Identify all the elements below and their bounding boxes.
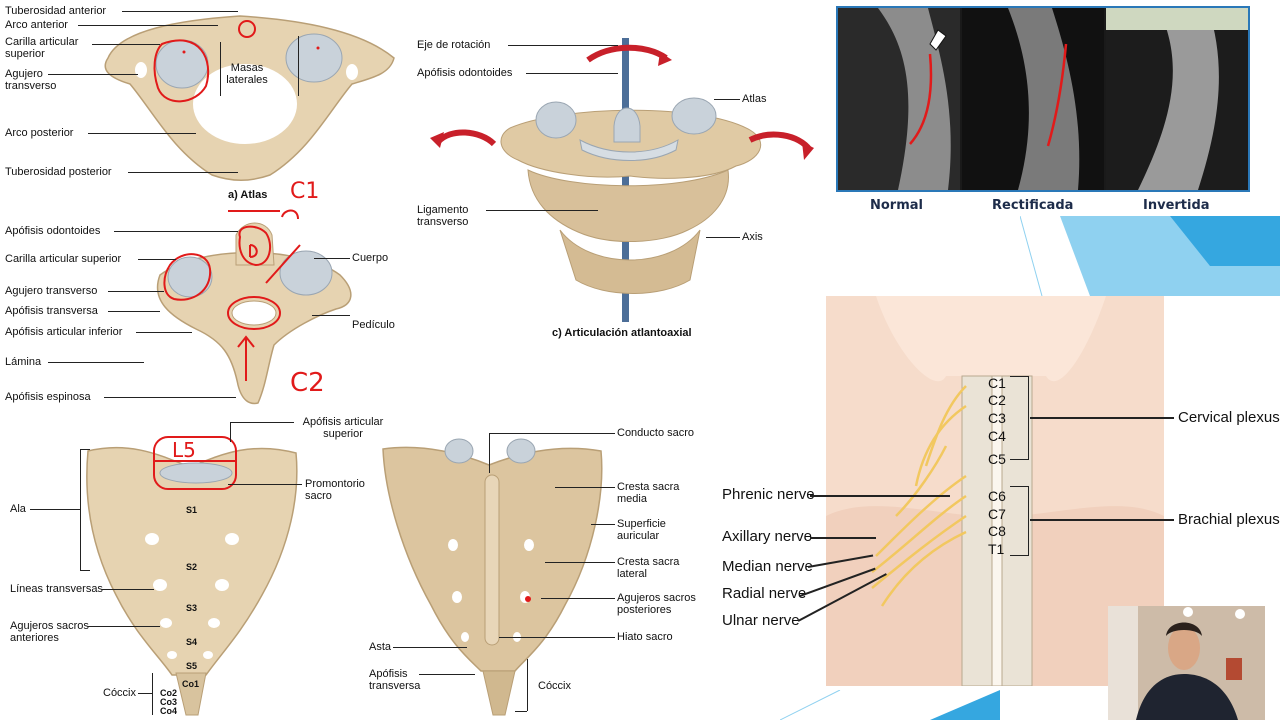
segment-s5: S5 [186,661,198,671]
label-cuerpo: Cuerpo [352,252,389,264]
label-lineas-transversas: Líneas transversas [10,583,103,595]
sacrum-anterior-bone [86,436,298,716]
atlas-caption: a) Atlas [228,189,268,201]
label-axillary-nerve: Axillary nerve [722,528,813,545]
label-promontorio: Promontorio sacro [305,478,365,502]
sacrum-anterior-figure: L5 Ala Apófisis articular superior Promo… [0,415,383,720]
accent-decoration [1020,216,1280,296]
atlantoaxial-caption: c) Articulación atlantoaxial [552,327,692,339]
label-cervical-plexus: Cervical plexus [1178,409,1280,426]
label-ala: Ala [10,503,26,515]
axis-figure: Apófisis odontoides Carilla articular su… [0,205,410,415]
neck-illustration [826,296,1164,686]
label-atlas: Atlas [742,93,767,105]
label-asta: Asta [369,641,392,653]
plexus-bracket-brachial [1010,486,1029,556]
accent-decoration-bottom [780,690,1000,720]
plexus-level-c4: C4 [988,428,1006,444]
label-conducto-sacro: Conducto sacro [617,427,695,439]
plexus-level-c8: C8 [988,523,1006,539]
neck-drawing [826,296,1164,686]
segment-co2: Co2 [160,688,178,698]
label-apofisis-articular-sacro: Apófisis articular superior [302,416,384,440]
plexus-level-c5: C5 [988,451,1006,467]
label-phrenic-nerve: Phrenic nerve [722,486,815,503]
segment-co1: Co1 [182,679,200,689]
label-ligamento-transverso: Ligamento transverso [417,204,469,228]
label-arco-anterior: Arco anterior [5,19,68,31]
label-agujero-transverso: Agujero transverso [5,68,57,92]
segment-co4: Co4 [160,706,178,716]
plexus-level-c6: C6 [988,488,1006,504]
presenter-video [1108,606,1265,720]
xray-caption-invertida: Invertida [1143,198,1210,213]
plexus-level-c3: C3 [988,410,1006,426]
label-apofisis-articular-inferior: Apófisis articular inferior [5,326,123,338]
label-superficie-auricular: Superficie auricular [617,518,666,542]
sacrum-anterior-annotation: L5 [172,438,196,462]
axis-bone [156,209,352,405]
label-axis: Axis [742,231,763,243]
label-carilla-articular: Carilla articular superior [5,36,79,60]
presenter-webcam [1108,606,1265,720]
label-cresta-media: Cresta sacra media [617,481,680,505]
atlantoaxial-bone [430,38,814,322]
segment-s3: S3 [186,603,198,613]
segment-s2: S2 [186,562,198,572]
label-median-nerve: Median nerve [722,558,813,575]
label-coccix-post: Cóccix [538,680,572,692]
label-agujeros-anteriores: Agujeros sacros anteriores [10,620,89,644]
label-tuberosidad-posterior: Tuberosidad posterior [5,166,112,178]
label-agujero-transverso-axis: Agujero transverso [5,285,98,297]
plexus-level-t1: T1 [988,541,1005,557]
xray-caption-normal: Normal [870,198,923,213]
xray-panel [836,6,1250,192]
atlantoaxial-figure: Eje de rotación Apófisis odontoides Atla… [410,30,830,350]
label-eje-rotacion: Eje de rotación [417,39,491,51]
label-hiato-sacro: Hiato sacro [617,631,673,643]
sacrum-posterior-figure: Conducto sacro Cresta sacra media Superf… [365,415,715,720]
segment-s4: S4 [186,637,198,647]
label-arco-posterior: Arco posterior [5,127,74,139]
label-carilla-axis: Carilla articular superior [5,253,122,265]
label-coccix-ant: Cóccix [103,687,137,699]
label-agujeros-posteriores: Agujeros sacros posteriores [617,592,696,616]
plexus-bracket-cervical [1010,376,1029,460]
xray-caption-rectificada: Rectificada [992,198,1074,213]
label-odontoides-aa: Apófisis odontoides [417,67,513,79]
plexus-level-c2: C2 [988,392,1006,408]
axis-annotation: C2 [290,368,325,398]
label-apofisis-transversa: Apófisis transversa [5,305,98,317]
label-radial-nerve: Radial nerve [722,585,807,602]
atlas-bone [104,15,395,181]
label-apofisis-transversa-sacro: Apófisis transversa [369,668,421,692]
segment-s1: S1 [186,505,198,515]
xray-images [838,8,1248,190]
sacrum-posterior-bone [382,438,603,716]
label-brachial-plexus: Brachial plexus [1178,511,1280,528]
label-masas-laterales: Masas laterales [226,62,268,86]
label-lamina: Lámina [5,356,42,368]
plexus-level-c7: C7 [988,506,1006,522]
plexus-level-c1: C1 [988,375,1006,391]
label-apofisis-odontoides: Apófisis odontoides [5,225,101,237]
label-ulnar-nerve: Ulnar nerve [722,612,800,629]
label-tuberosidad-anterior: Tuberosidad anterior [5,5,107,17]
segment-co3: Co3 [160,697,178,707]
label-cresta-lateral: Cresta sacra lateral [617,556,680,580]
atlas-figure: Tuberosidad anterior Arco anterior Caril… [0,0,410,205]
label-apofisis-espinosa: Apófisis espinosa [5,391,91,403]
atlas-annotation: C1 [290,179,320,204]
label-pediculo: Pedículo [352,319,395,331]
